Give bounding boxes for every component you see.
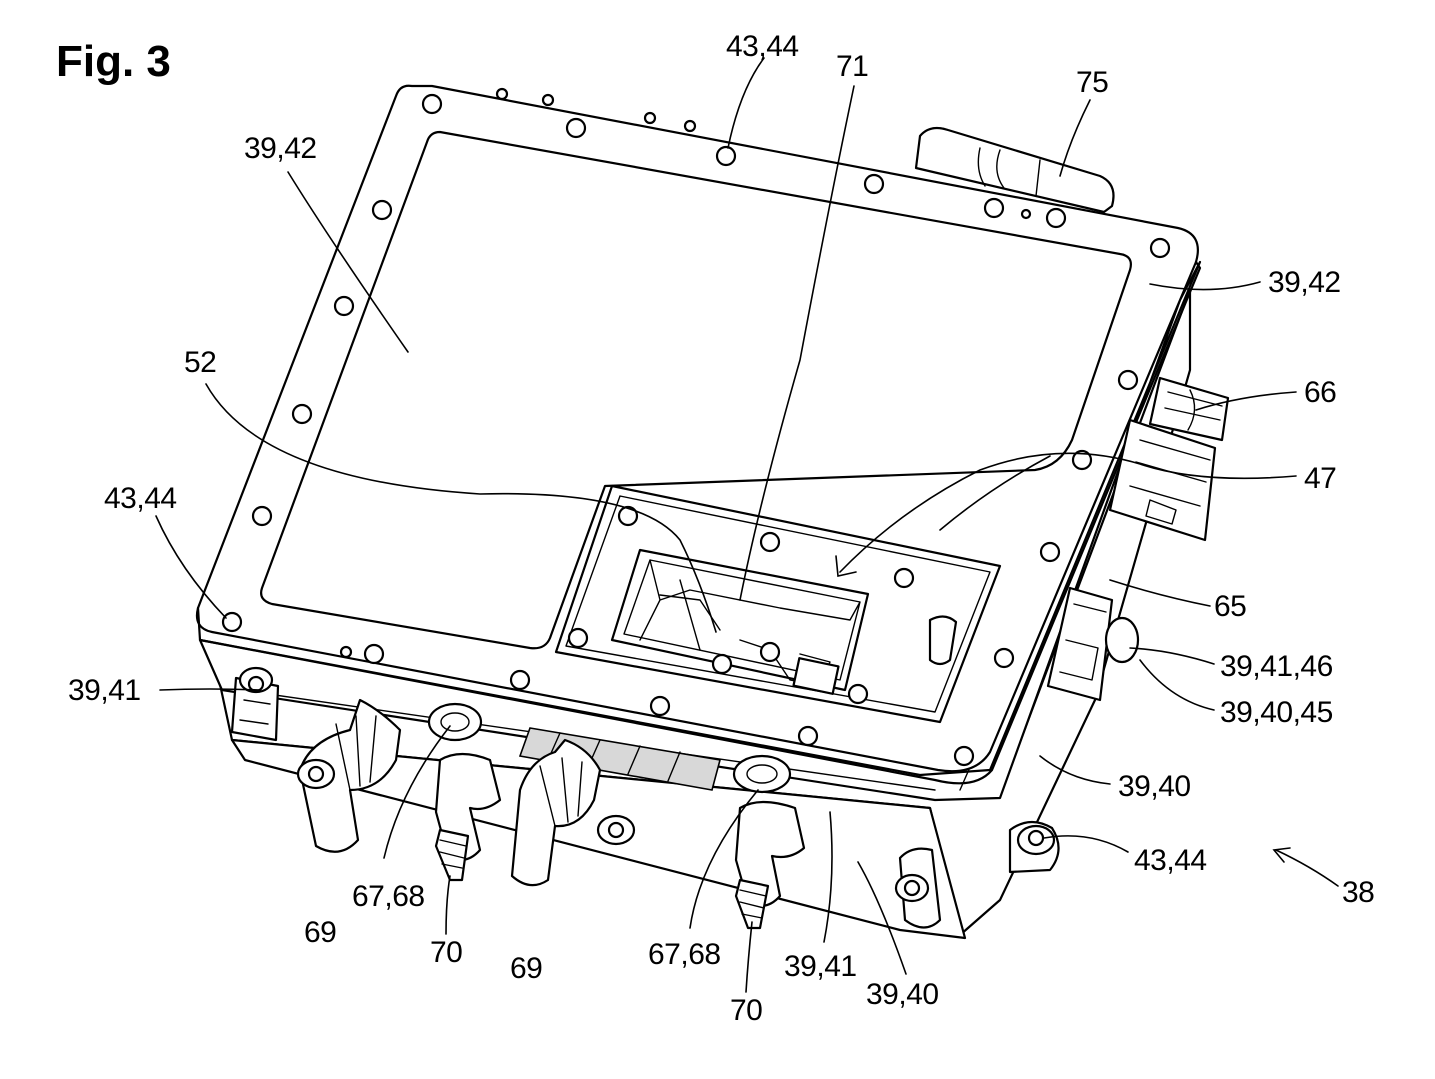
label-39-42-right: 39,42	[1268, 266, 1341, 299]
label-65: 65	[1214, 590, 1246, 623]
label-39-41-left: 39,41	[68, 674, 141, 707]
label-38: 38	[1342, 876, 1374, 909]
valve-b-cap	[734, 756, 790, 792]
label-39-41-bottom: 39,41	[784, 950, 857, 983]
label-43-44-bottom-right: 43,44	[1134, 844, 1207, 877]
leader-70-a	[446, 876, 450, 934]
screw	[335, 297, 353, 315]
leader-394146	[1130, 648, 1214, 664]
screw	[511, 671, 529, 689]
label-75: 75	[1076, 66, 1108, 99]
label-66: 66	[1304, 376, 1336, 409]
screw	[253, 507, 271, 525]
screw	[223, 613, 241, 631]
screw	[423, 95, 441, 113]
screw	[365, 645, 383, 663]
screw	[293, 405, 311, 423]
label-69-a: 69	[304, 916, 336, 949]
label-67-68-b: 67,68	[648, 938, 721, 971]
label-52: 52	[184, 346, 216, 379]
screw	[569, 629, 587, 647]
label-70-a: 70	[430, 936, 462, 969]
valve-b-stem	[736, 880, 768, 928]
pin-hole	[1022, 210, 1030, 218]
screw	[373, 201, 391, 219]
screw	[309, 767, 323, 781]
top-boss	[543, 95, 553, 105]
screw	[713, 655, 731, 673]
label-67-68-a: 67,68	[352, 880, 425, 913]
screw	[1119, 371, 1137, 389]
screw	[1151, 239, 1169, 257]
leader-38	[1276, 850, 1338, 886]
top-boss	[497, 89, 507, 99]
screw	[651, 697, 669, 715]
label-70-b: 70	[730, 994, 762, 1027]
screw	[1029, 831, 1043, 845]
top-boss	[685, 121, 695, 131]
screw	[1047, 209, 1065, 227]
housing-drawing	[197, 86, 1228, 938]
screw	[567, 119, 585, 137]
screw	[609, 823, 623, 837]
screw	[761, 643, 779, 661]
screw	[865, 175, 883, 193]
label-39-41-46: 39,41,46	[1220, 650, 1333, 683]
valve-a-cap	[429, 704, 481, 740]
leader-70-b	[746, 922, 752, 992]
top-boss	[645, 113, 655, 123]
screw	[849, 685, 867, 703]
screw	[761, 533, 779, 551]
label-39-42-left: 39,42	[244, 132, 317, 165]
screw	[799, 727, 817, 745]
leader-4344-top	[728, 58, 764, 148]
screw	[985, 199, 1003, 217]
label-39-40-45: 39,40,45	[1220, 696, 1333, 729]
pin-hole	[341, 647, 351, 657]
screw	[955, 747, 973, 765]
label-39-40-bottom: 39,40	[866, 978, 939, 1011]
screw	[1041, 543, 1059, 561]
label-69-b: 69	[510, 952, 542, 985]
label-43-44-left: 43,44	[104, 482, 177, 515]
figure-title: Fig. 3	[56, 37, 171, 86]
label-43-44-top: 43,44	[726, 30, 799, 63]
screw	[717, 147, 735, 165]
screw	[995, 649, 1013, 667]
label-47: 47	[1304, 462, 1336, 495]
screw	[905, 881, 919, 895]
leader-394045	[1140, 660, 1214, 710]
leader-3941-left	[160, 689, 260, 690]
screw	[895, 569, 913, 587]
side-fastener	[1106, 618, 1138, 662]
label-71: 71	[836, 50, 868, 83]
label-39-40-right: 39,40	[1118, 770, 1191, 803]
